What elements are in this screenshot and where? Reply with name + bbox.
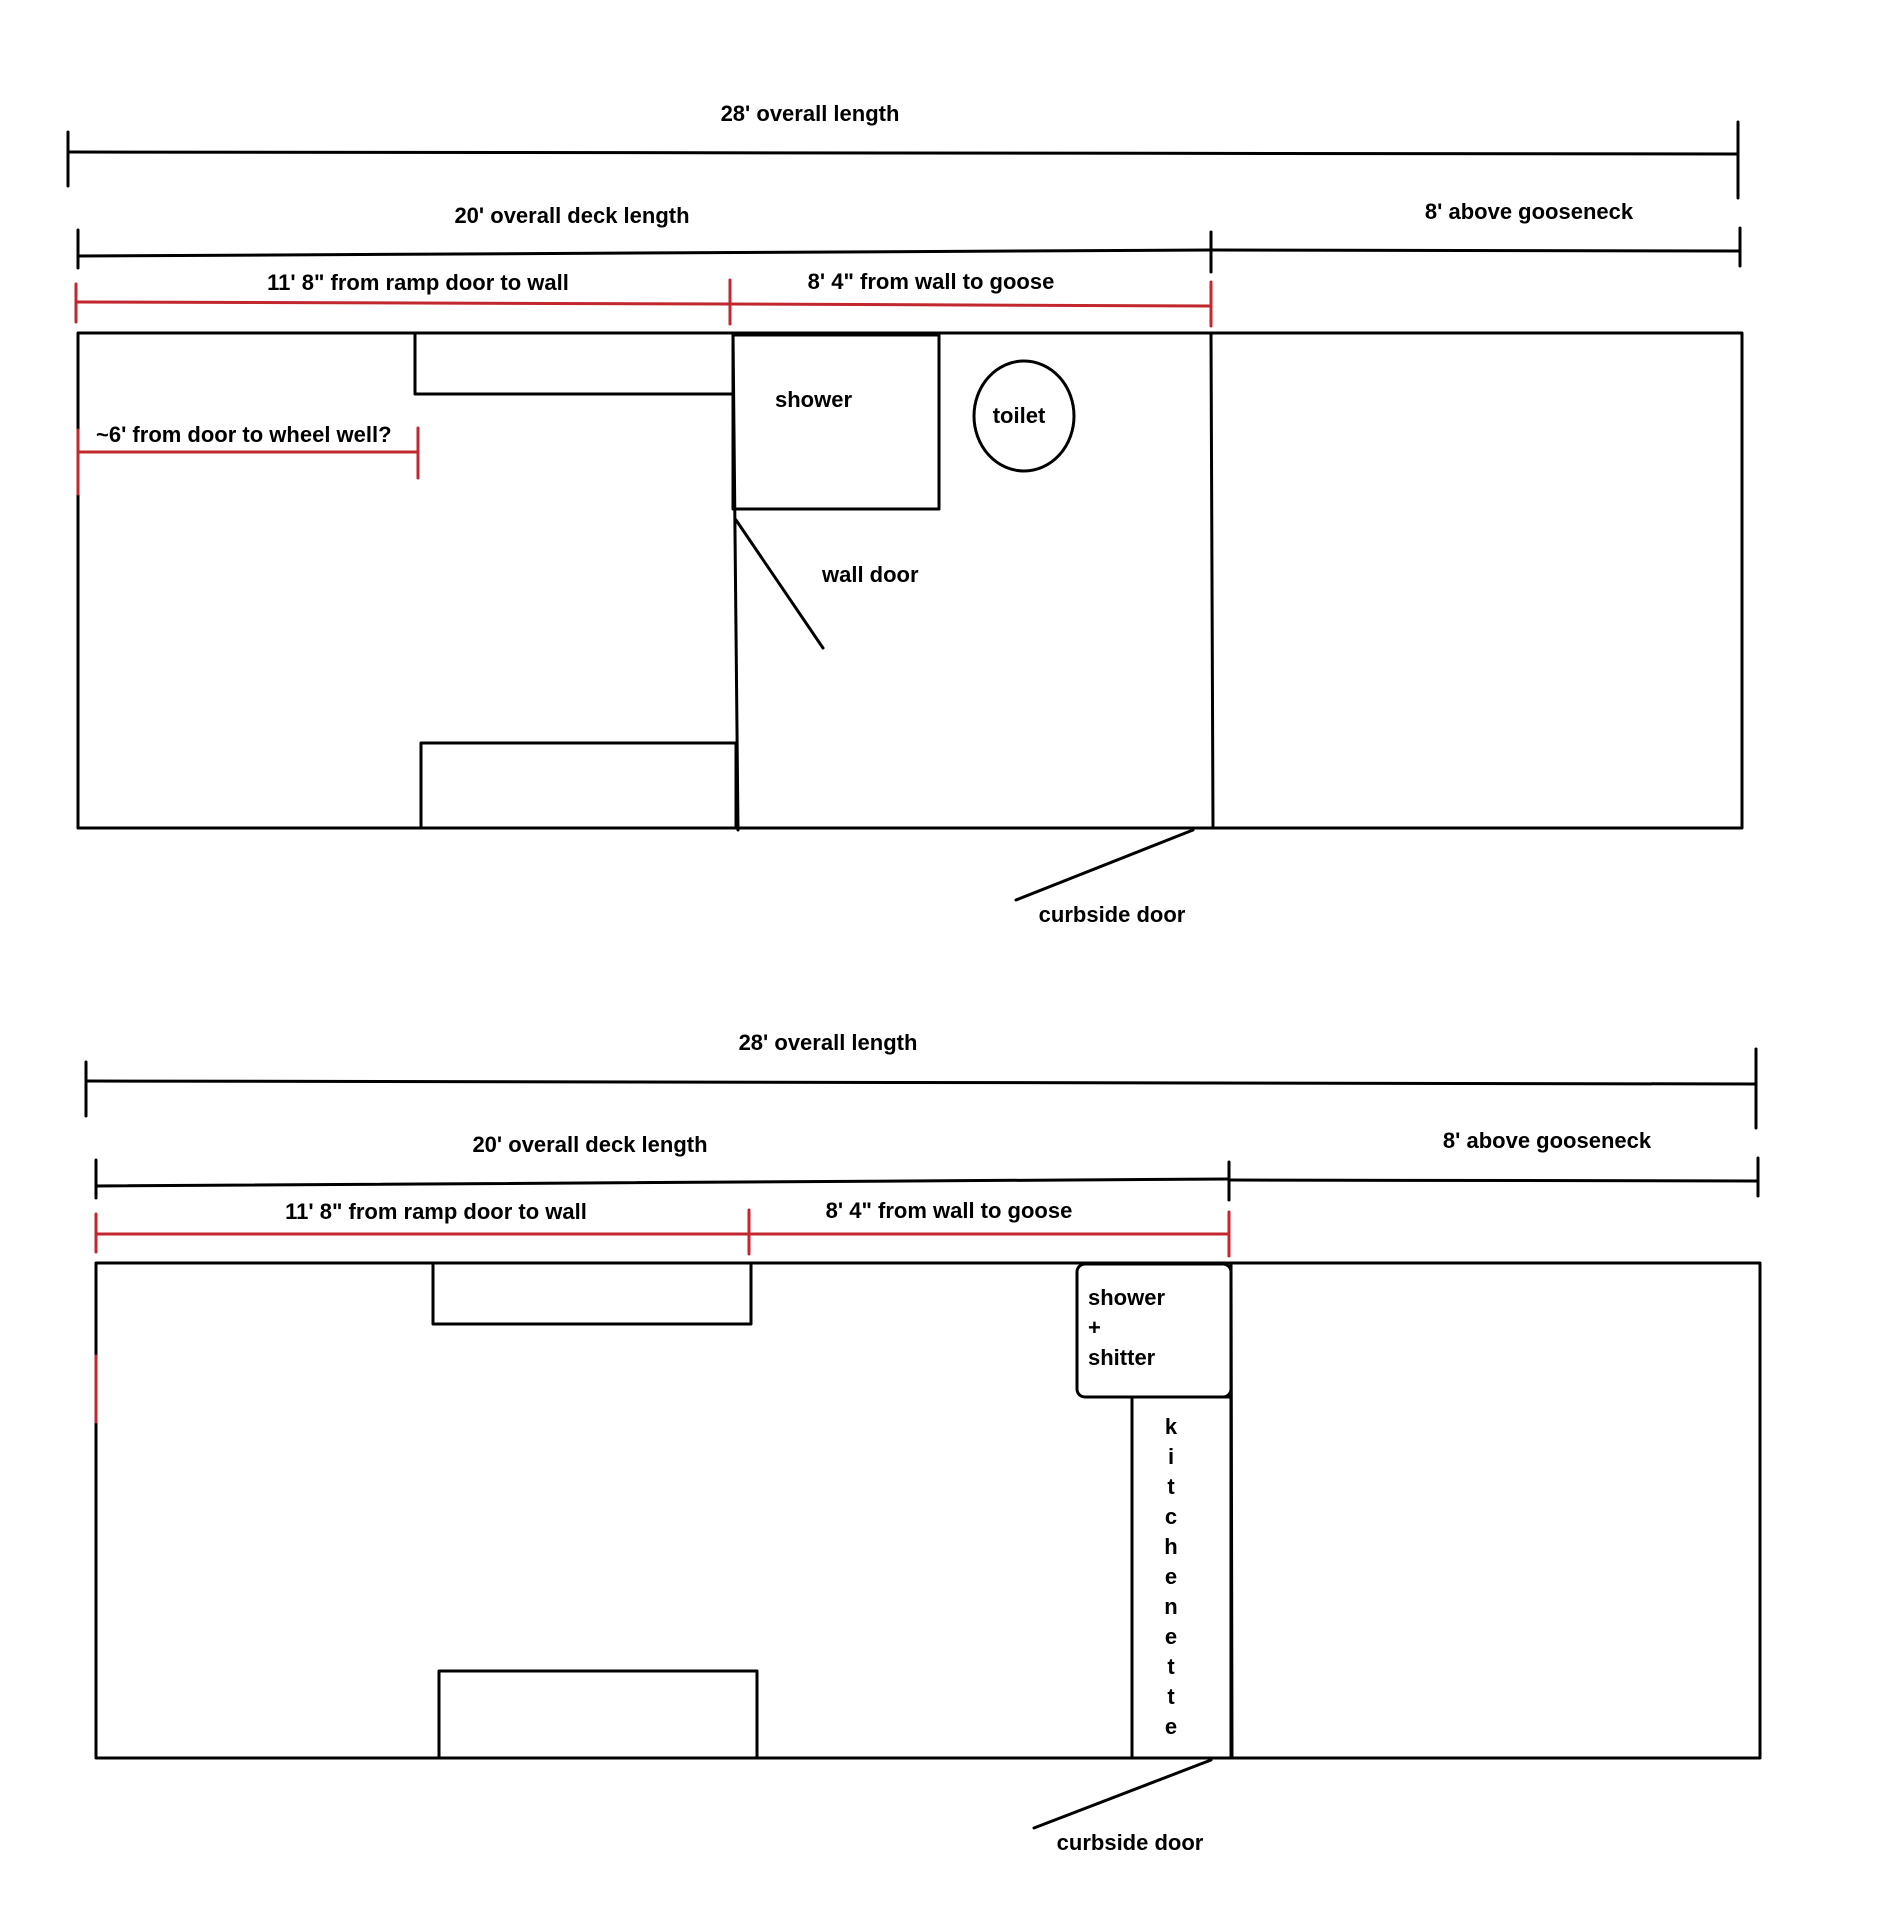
trailer-outline <box>76 331 1744 830</box>
toilet-label: toilet <box>993 403 1046 428</box>
wheel-well-bottom <box>419 741 738 830</box>
above-gooseneck-label: 8' above gooseneck <box>1425 199 1634 224</box>
wall-door-label: wall door <box>821 562 919 587</box>
overall-length-dimension <box>66 120 1740 200</box>
shower-box <box>731 333 941 511</box>
deck-length-dimension <box>76 228 1213 274</box>
wall-to-goose-label: 8' 4" from wall to goose <box>808 269 1055 294</box>
wall-door-line <box>734 518 825 650</box>
wheel-well-top <box>413 331 735 396</box>
plan-2: 28' overall length 20' overall deck leng… <box>84 1030 1762 1855</box>
kitchenette-letter: i <box>1168 1444 1174 1469</box>
trailer-outline <box>94 1261 1762 1760</box>
kitchenette-letter: e <box>1165 1714 1177 1739</box>
deck-length-dimension <box>94 1158 1231 1202</box>
curbside-door-label: curbside door <box>1057 1830 1204 1855</box>
kitchenette-label: k i t c h e n e t t e <box>1164 1414 1178 1739</box>
kitchenette-letter: t <box>1167 1474 1175 1499</box>
kitchenette-letter: n <box>1164 1594 1177 1619</box>
ramp-to-wall-dimension <box>74 278 732 326</box>
kitchenette-letter: e <box>1165 1564 1177 1589</box>
ramp-to-wall-dimension <box>94 1208 751 1256</box>
kitchenette-box <box>1130 1395 1233 1760</box>
shower-label: shower <box>775 387 852 412</box>
deck-length-label: 20' overall deck length <box>454 203 689 228</box>
above-gooseneck-label: 8' above gooseneck <box>1443 1128 1652 1153</box>
kitchenette-letter: t <box>1167 1684 1175 1709</box>
wall-to-goose-dimension <box>747 1210 1231 1258</box>
door-to-wheel-well-dimension <box>76 426 420 496</box>
ramp-to-wall-label: 11' 8" from ramp door to wall <box>285 1199 587 1224</box>
curbside-door-line <box>1032 1758 1213 1830</box>
shower-shitter-line: shitter <box>1088 1345 1156 1370</box>
overall-length-dimension <box>84 1047 1758 1130</box>
wall-to-goose-label: 8' 4" from wall to goose <box>826 1198 1073 1223</box>
ramp-to-wall-label: 11' 8" from ramp door to wall <box>267 270 569 295</box>
kitchenette-letter: c <box>1165 1504 1177 1529</box>
curbside-door-label: curbside door <box>1039 902 1186 927</box>
deck-length-label: 20' overall deck length <box>472 1132 707 1157</box>
curbside-door-line <box>1014 828 1195 902</box>
shower-shitter-label: shower + shitter <box>1088 1285 1165 1370</box>
wheel-well-bottom <box>437 1669 759 1760</box>
door-to-wheel-well-label: ~6' from door to wheel well? <box>96 422 392 447</box>
overall-length-label: 28' overall length <box>739 1030 918 1055</box>
overall-length-label: 28' overall length <box>721 101 900 126</box>
kitchenette-letter: t <box>1167 1654 1175 1679</box>
plan-1: 28' overall length 20' overall deck leng… <box>66 101 1744 927</box>
kitchenette-letter: k <box>1165 1414 1178 1439</box>
shower-shitter-line: shower <box>1088 1285 1165 1310</box>
shower-shitter-line: + <box>1088 1315 1101 1340</box>
wheel-well-top <box>431 1261 753 1326</box>
kitchenette-letter: h <box>1164 1534 1177 1559</box>
kitchenette-letter: e <box>1165 1624 1177 1649</box>
wall-to-goose-dimension <box>728 280 1213 328</box>
toilet-circle <box>972 359 1076 473</box>
above-gooseneck-dimension <box>1227 1156 1760 1198</box>
above-gooseneck-dimension <box>1209 226 1742 268</box>
gooseneck-divider <box>1209 331 1215 830</box>
